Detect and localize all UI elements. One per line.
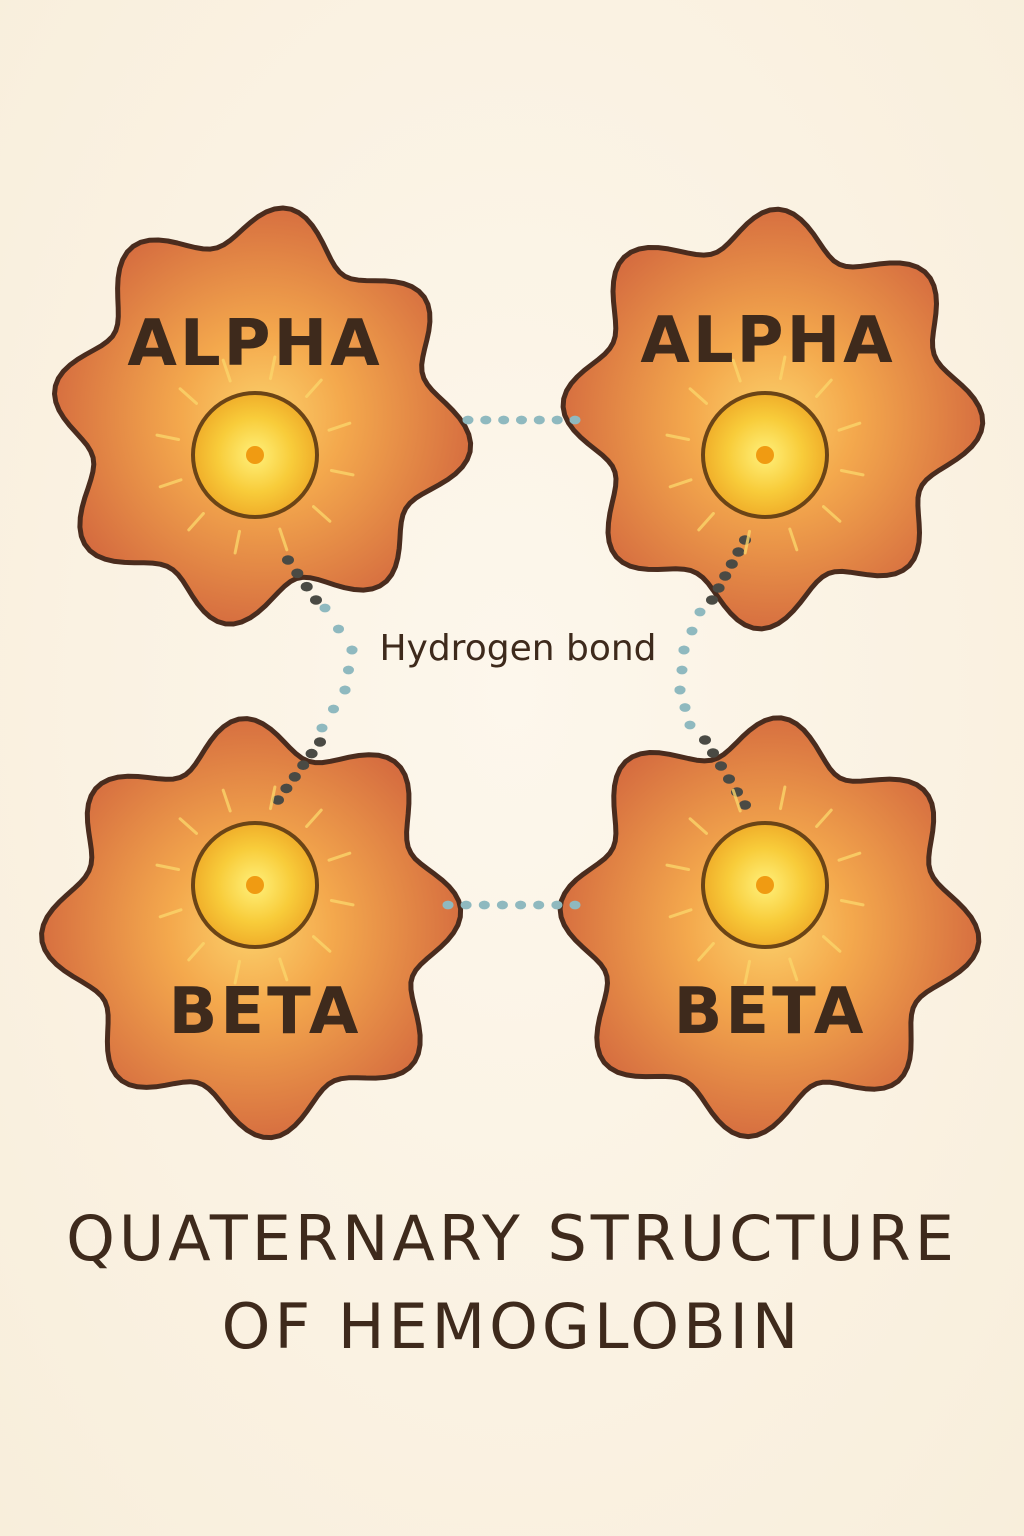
heme-group-alpha-1 <box>155 355 355 555</box>
subunit-label-alpha-1: ALPHA <box>127 307 382 381</box>
bond-beta-2-inner <box>699 735 751 810</box>
bond-beta-1-inner <box>272 737 326 805</box>
hydrogen-bonds <box>272 415 751 910</box>
subunit-label-alpha-2: ALPHA <box>640 304 895 378</box>
bond-right <box>674 607 706 730</box>
bond-alpha-alpha <box>462 415 581 425</box>
bond-left <box>316 603 358 733</box>
heme-group-beta-2 <box>665 785 865 985</box>
title-line-2: OF HEMOGLOBIN <box>221 1290 803 1363</box>
heme-group-alpha-2 <box>665 355 865 555</box>
page-title: QUATERNARY STRUCTURE OF HEMOGLOBIN <box>0 1195 1024 1371</box>
bond-beta-beta <box>442 900 581 910</box>
subunit-label-beta-2: BETA <box>674 975 867 1049</box>
heme-group-beta-1 <box>155 785 355 985</box>
bond-alpha-1-inner <box>282 555 322 605</box>
hydrogen-bond-label: Hydrogen bond <box>379 628 656 669</box>
subunit-label-beta-1: BETA <box>169 975 362 1049</box>
title-line-1: QUATERNARY STRUCTURE <box>66 1202 958 1275</box>
